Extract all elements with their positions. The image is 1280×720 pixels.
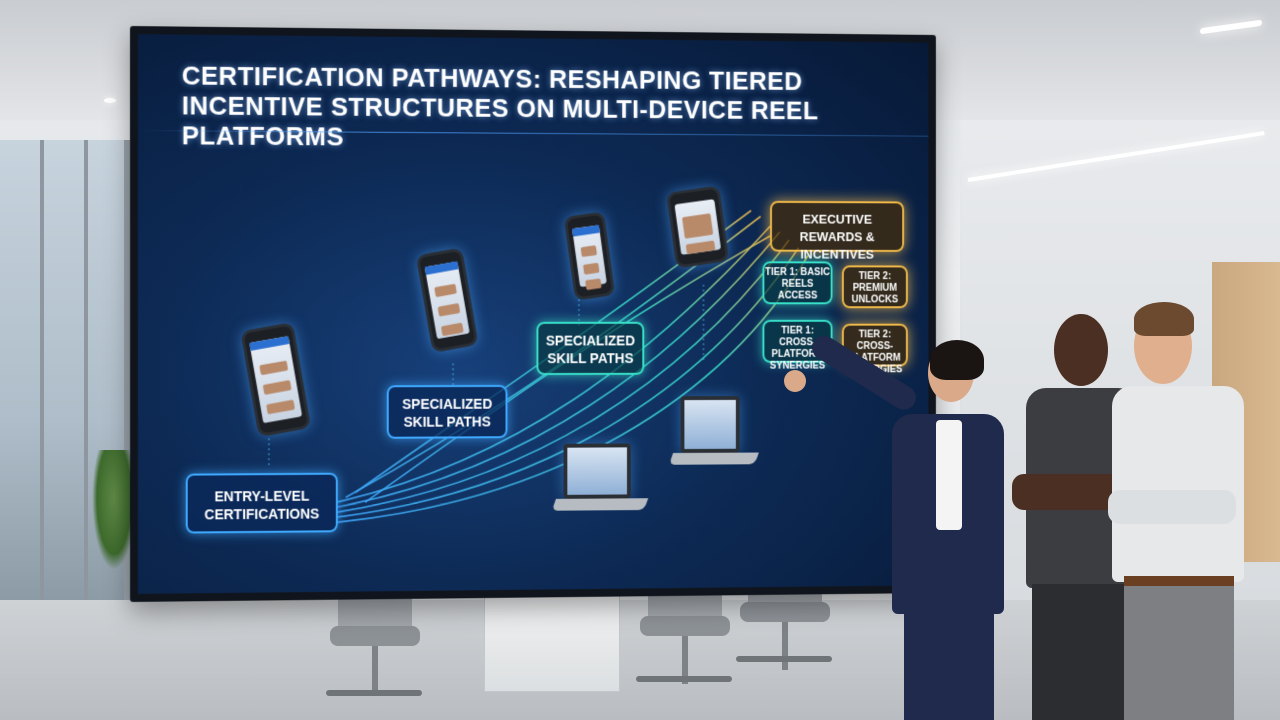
tier2-premium-unlocks-node: Tier 2: Premium Unlocks — [841, 265, 908, 309]
laptop-icon — [668, 396, 776, 481]
observer-man-thinking — [1104, 300, 1254, 720]
tablet-icon — [666, 185, 730, 269]
entry-level-certifications-node: Entry-Level Certifications — [185, 472, 338, 534]
window-mullion — [40, 140, 44, 610]
tier1-basic-reels-access-node: Tier 1: Basic Reels Access — [762, 261, 833, 305]
office-desk — [484, 588, 620, 692]
window-mullion — [84, 140, 88, 610]
presenter-woman — [784, 331, 1016, 720]
executive-rewards-node: Executive Rewards & Incentives — [770, 200, 905, 262]
specialized-skill-paths-node-2: Specialized Skill Paths — [536, 321, 645, 376]
ceiling-spotlight — [104, 98, 116, 103]
specialized-skill-paths-node-1: Specialized Skill Paths — [386, 384, 508, 439]
laptop-icon — [551, 443, 660, 534]
potted-plant — [92, 450, 136, 570]
